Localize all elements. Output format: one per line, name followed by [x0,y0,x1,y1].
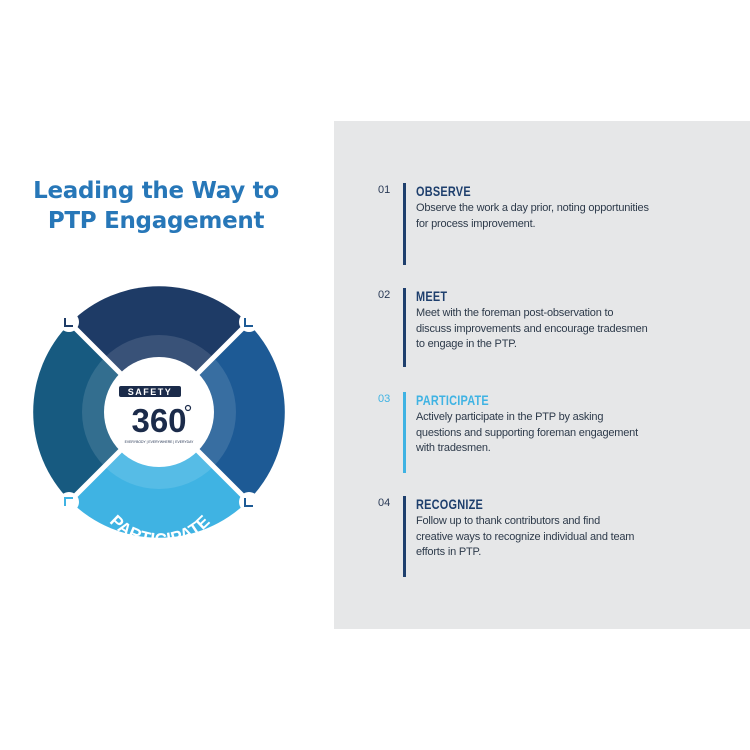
logo-number: 360 [131,402,186,439]
step-text-line: efforts in PTP. [416,546,482,558]
step-title: OBSERVE [416,183,471,199]
step-text-line: for process improvement. [416,217,536,230]
svg-text:RECOGNIZE: RECOGNIZE [0,354,34,469]
step-text-line: Observe the work a day prior, noting opp… [416,202,649,214]
step-number: 02 [378,289,391,301]
step-title: RECOGNIZE [416,496,484,512]
step-number: 03 [378,393,391,405]
step-text-line: questions and supporting foreman engagem… [416,426,638,439]
svg-text:OBSERVE: OBSERVE [111,255,207,285]
svg-text:MEET: MEET [296,384,319,440]
step-description: Actively participate in the PTP by askin… [416,410,716,457]
step-description: Follow up to thank contributors and find… [416,514,716,561]
arrow-marker-top-left [59,312,79,332]
step-description: Observe the work a day prior, noting opp… [416,201,716,232]
step-bar [403,183,406,265]
logo-brand: SAFETY [128,387,173,397]
center-badge [104,357,214,467]
arrow-marker-top-right [239,312,259,332]
arrow-marker-bottom-right [239,492,259,512]
step-description: Meet with the foreman post-observation t… [416,306,716,353]
segment-recognize [33,323,159,501]
segment-label-observe: OBSERVE [111,255,206,285]
step-text-line: with tradesmen. [416,442,491,454]
step-text-line: Actively participate in the PTP by askin… [416,411,604,423]
step-number: 01 [378,184,391,196]
safety-360-logo: SAFETY 360 EVERYBODY | EVERYWHERE | EVER… [119,386,194,444]
segment-label-recognize: RECOGNIZE [0,354,34,469]
segment-observe [70,286,248,412]
segment-meet [159,323,285,501]
step-text-line: Meet with the foreman post-observation t… [416,307,614,319]
step-title: MEET [416,288,448,304]
logo-tagline: EVERYBODY | EVERYWHERE | EVERYDAY [125,440,194,444]
arrow-marker-bottom-left [59,492,79,512]
step-bar [403,496,406,577]
step-title: PARTICIPATE [416,392,489,408]
step-text-line: creative ways to recognize individual an… [416,530,635,543]
diagram-title: Leading the Way to PTP Engagement [18,176,294,236]
step-text-line: Follow up to thank contributors and find [416,515,601,527]
title-line-1: Leading the Way to [33,178,279,204]
step-number: 04 [378,497,391,509]
step-text-line: to engage in the PTP. [416,338,517,350]
step-bar [403,288,406,367]
segment-participate [70,412,248,538]
title-line-2: PTP Engagement [47,208,265,234]
step-bar [403,392,406,473]
cycle-wheel: OBSERVE MEET PARTICIPATE RECOGNIZE SAFET… [0,255,319,549]
step-text-line: discuss improvements and encourage trade… [416,322,648,335]
segment-label-meet: MEET [296,384,318,440]
